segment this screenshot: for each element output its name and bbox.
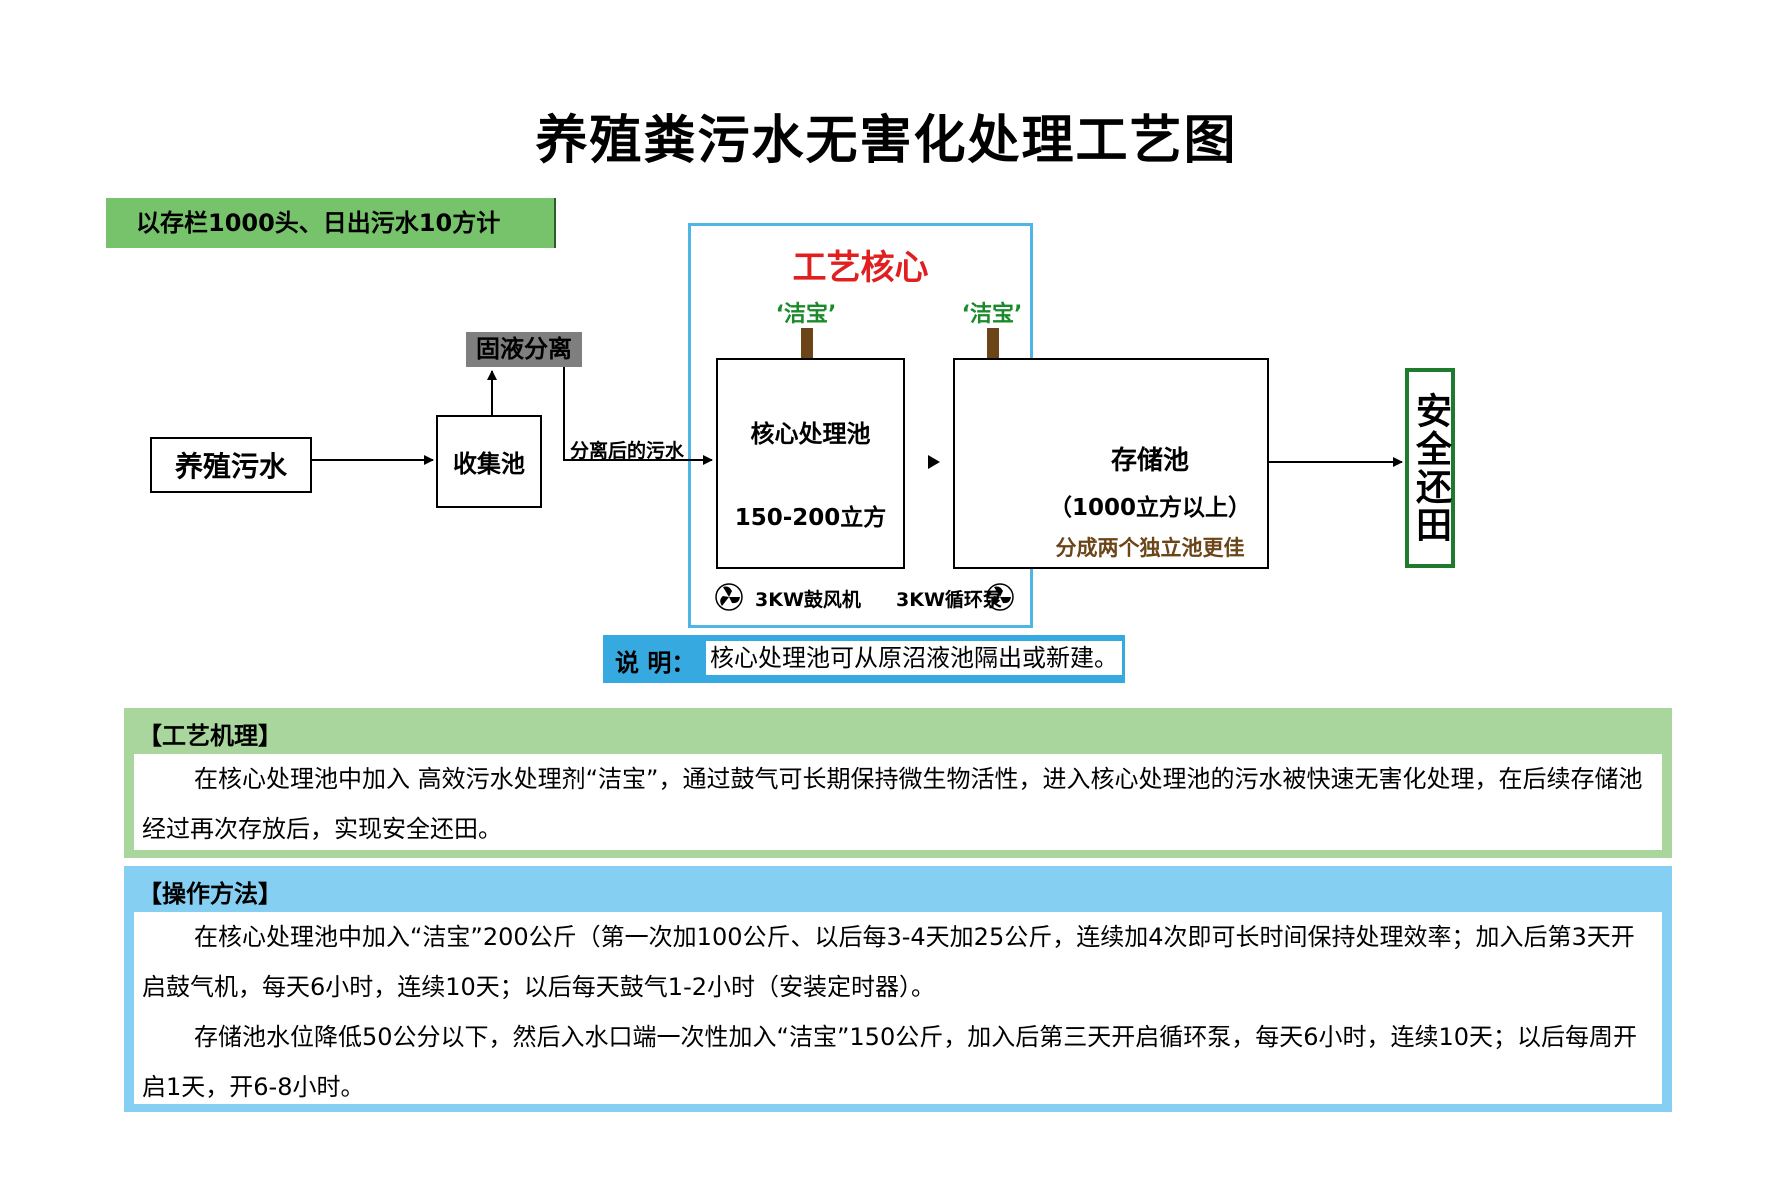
method-body: 在核心处理池中加入“洁宝”200公斤（第一次加100公斤、以后每3-4天加25公…	[134, 912, 1662, 1104]
mechanism-section: 【工艺机理】 在核心处理池中加入 高效污水处理剂“洁宝”，通过鼓气可长期保持微生…	[124, 708, 1672, 858]
note-text: 核心处理池可从原沼液池隔出或新建。	[706, 641, 1122, 675]
mechanism-paragraph: 在核心处理池中加入 高效污水处理剂“洁宝”，通过鼓气可长期保持微生物活性，进入核…	[142, 765, 1643, 843]
method-paragraph-1: 在核心处理池中加入“洁宝”200公斤（第一次加100公斤、以后每3-4天加25公…	[142, 923, 1635, 1001]
method-paragraph-2: 存储池水位降低50公分以下，然后入水口端一次性加入“洁宝”150公斤，加入后第三…	[142, 1023, 1638, 1101]
mechanism-heading: 【工艺机理】	[138, 722, 282, 750]
method-heading: 【操作方法】	[138, 880, 282, 908]
additive-label-core: ‘洁宝’	[775, 302, 837, 327]
storage-pool-tip: 分成两个独立池更佳	[1055, 536, 1245, 560]
core-pool-label: 核心处理池	[750, 420, 871, 448]
core-pool-node: 核心处理池 150-200立方	[716, 358, 905, 569]
core-label: 工艺核心	[792, 248, 929, 288]
core-pool-capacity: 150-200立方	[734, 505, 887, 531]
end-node: 安全还田	[1405, 368, 1455, 568]
separated-water-label: 分离后的污水	[570, 440, 685, 462]
source-label: 养殖污水	[174, 450, 287, 483]
storage-pool-node: 存储池 （1000立方以上） 分成两个独立池更佳	[953, 358, 1269, 569]
collection-label: 收集池	[453, 450, 525, 478]
source-node: 养殖污水	[150, 437, 312, 493]
blower-label: 3KW鼓风机	[755, 589, 861, 611]
pump-label: 3KW循环泵	[896, 589, 1002, 611]
method-section: 【操作方法】 在核心处理池中加入“洁宝”200公斤（第一次加100公斤、以后每3…	[124, 866, 1672, 1112]
note-label: 说 明：	[615, 649, 696, 677]
storage-pool-label: 存储池	[1110, 446, 1189, 476]
pump-fan-icon	[986, 583, 1014, 611]
separation-node: 固液分离	[466, 332, 582, 367]
basis-banner: 以存栏1000头、日出污水10方计	[106, 198, 556, 248]
page-title: 养殖粪污水无害化处理工艺图	[535, 111, 1238, 171]
collection-node: 收集池	[436, 415, 542, 508]
blower-fan-icon	[715, 583, 743, 611]
storage-pool-capacity: （1000立方以上）	[1048, 495, 1251, 521]
mechanism-body: 在核心处理池中加入 高效污水处理剂“洁宝”，通过鼓气可长期保持微生物活性，进入核…	[134, 754, 1662, 850]
additive-label-storage: ‘洁宝’	[961, 302, 1023, 327]
